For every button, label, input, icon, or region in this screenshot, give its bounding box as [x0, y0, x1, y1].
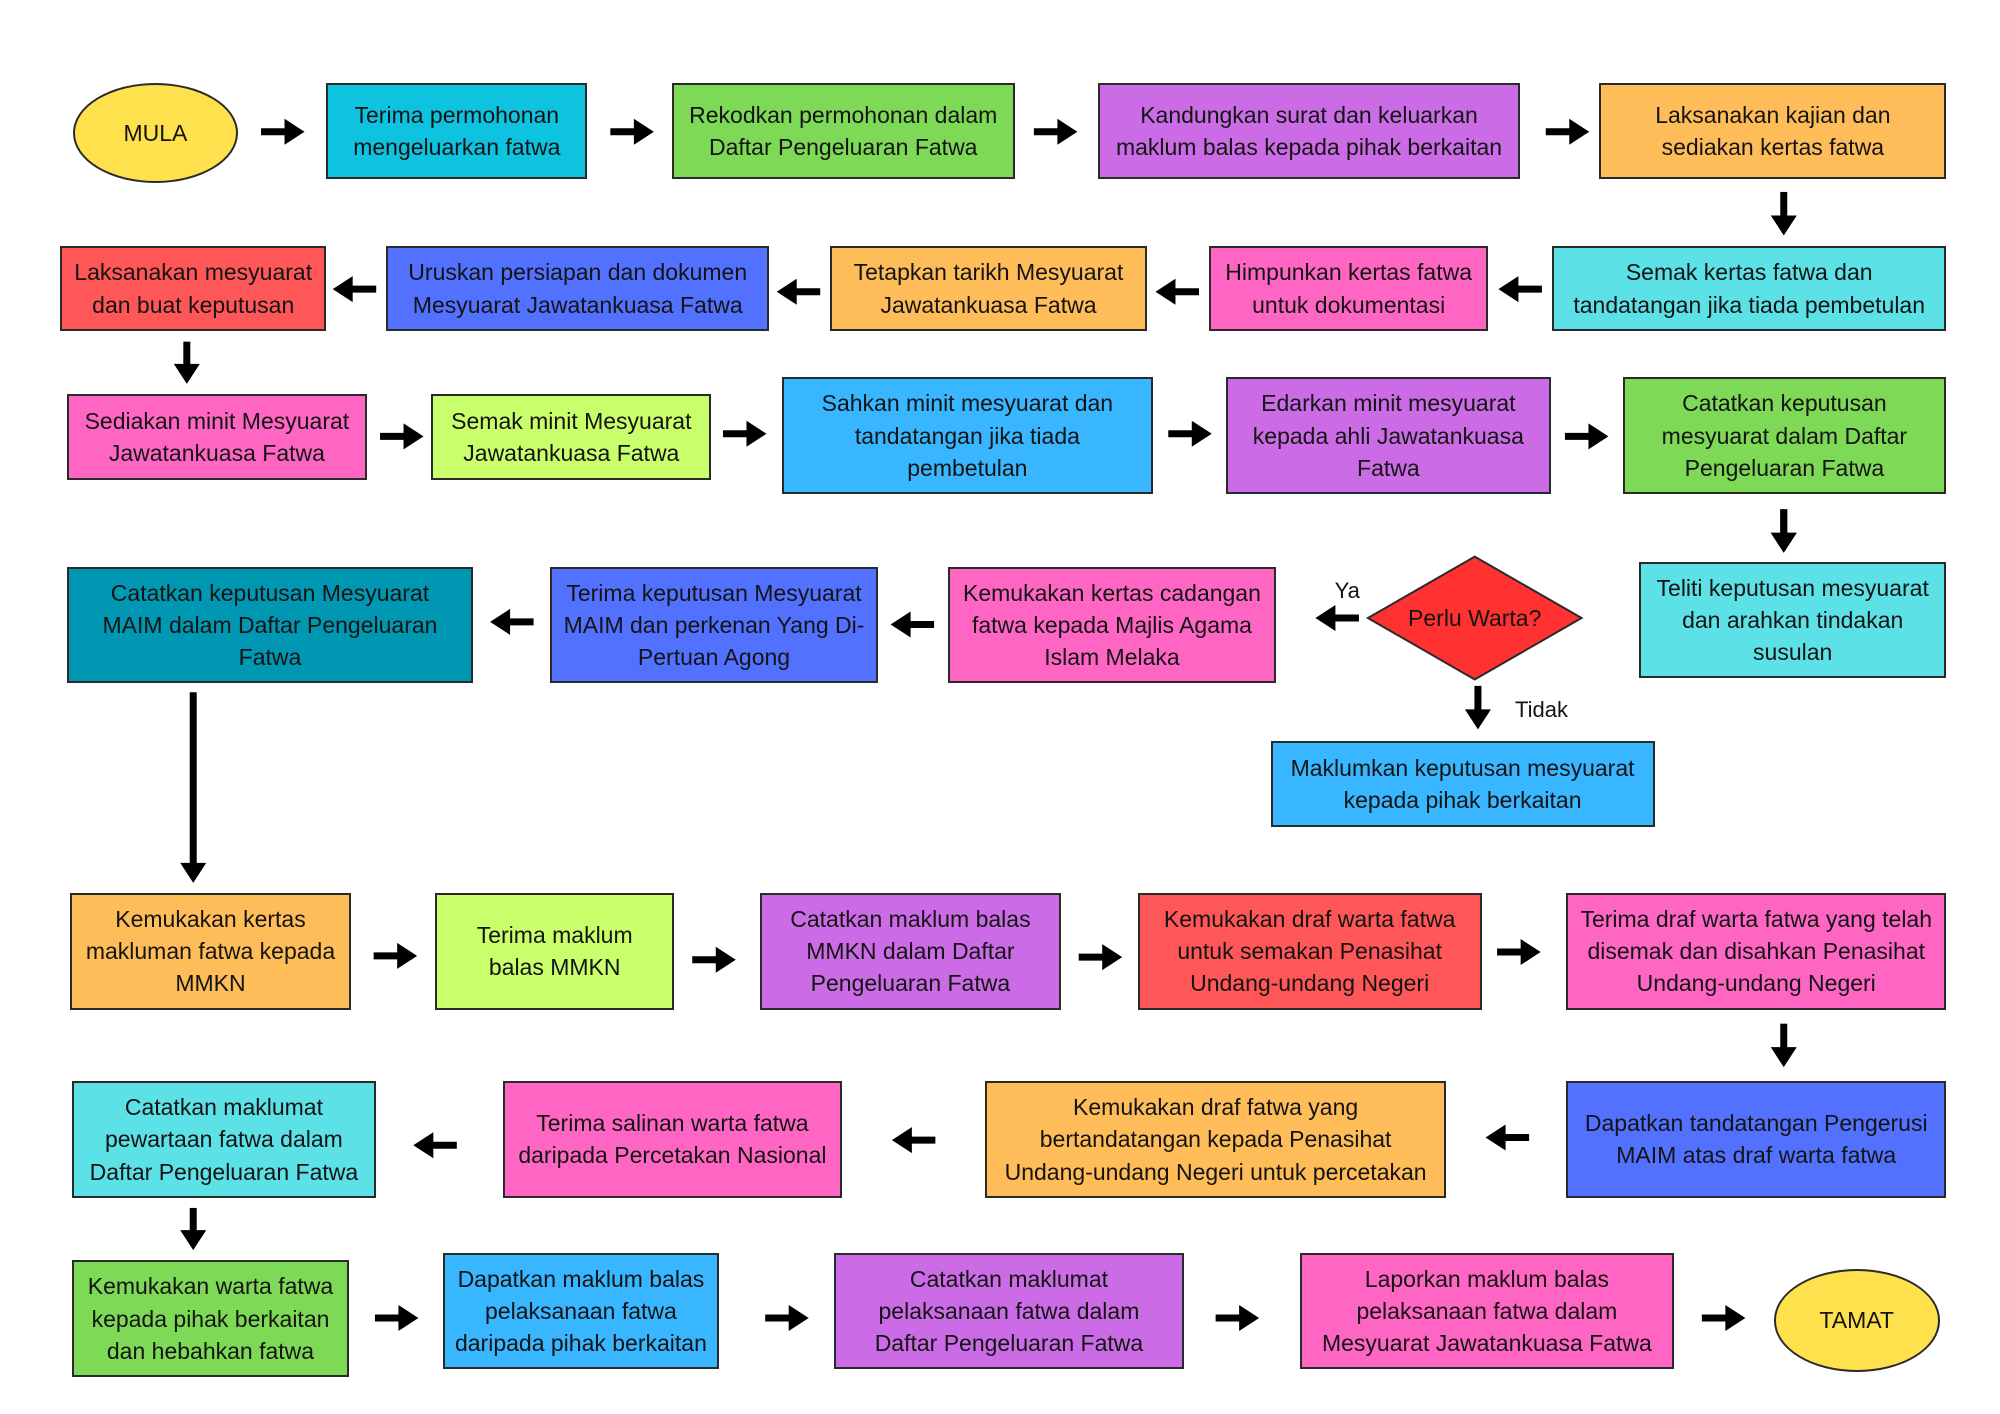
- flow-arrow: [1770, 191, 1797, 236]
- process-step: Himpunkan kertas fatwa untuk dokumentasi: [1209, 245, 1489, 332]
- flow-arrow: [1564, 423, 1609, 450]
- process-step: Terima draf warta fatwa yang telah disem…: [1566, 893, 1947, 1010]
- flow-arrow: [374, 1304, 419, 1331]
- process-step: Maklumkan keputusan mesyuarat kepada pih…: [1270, 740, 1655, 827]
- process-step: Kemukakan draf warta fatwa untuk semakan…: [1137, 893, 1482, 1010]
- flow-arrow: [610, 118, 654, 145]
- process-step: Kemukakan kertas makluman fatwa kepada M…: [70, 893, 351, 1010]
- process-step: Terima keputusan Mesyuarat MAIM dan perk…: [550, 566, 878, 684]
- process-step: Terima permohonan mengeluarkan fatwa: [326, 83, 588, 180]
- process-step: Terima maklum balas MMKN: [435, 893, 675, 1010]
- process-step: Edarkan minit mesyuarat kepada ahli Jawa…: [1225, 377, 1551, 494]
- flow-arrow: [765, 1304, 809, 1331]
- flow-arrow: [1498, 276, 1542, 303]
- flow-arrow: [413, 1132, 457, 1159]
- start-terminal: MULA: [72, 83, 238, 183]
- process-step: Laksanakan mesyuarat dan buat keputusan: [60, 245, 327, 332]
- process-step: Kemukakan draf fatwa yang bertandatangan…: [985, 1081, 1446, 1198]
- flow-arrow: [173, 341, 200, 384]
- flow-arrow: [1497, 939, 1541, 966]
- edge-label: Tidak: [1515, 697, 1569, 723]
- process-step: Sediakan minit Mesyuarat Jawatankuasa Fa…: [66, 394, 368, 480]
- flow-arrow: [1464, 685, 1491, 730]
- process-step: Catatkan keputusan mesyuarat dalam Dafta…: [1622, 377, 1947, 494]
- process-step: Sahkan minit mesyuarat dan tandatangan j…: [781, 377, 1153, 494]
- process-step: Semak kertas fatwa dan tandatangan jika …: [1552, 245, 1947, 332]
- flow-arrow: [373, 942, 418, 969]
- flow-arrow: [1078, 944, 1123, 971]
- flow-arrow: [332, 276, 377, 303]
- process-step: Dapatkan tandatangan Pengerusi MAIM atas…: [1566, 1081, 1947, 1198]
- process-step: Tetapkan tarikh Mesyuarat Jawatankuasa F…: [830, 245, 1147, 332]
- decision-diamond: [1365, 555, 1584, 681]
- process-step: Catatkan keputusan Mesyuarat MAIM dalam …: [66, 566, 474, 684]
- process-step: Terima salinan warta fatwa daripada Perc…: [502, 1081, 842, 1198]
- process-step: Rekodkan permohonan dalam Daftar Pengelu…: [671, 83, 1015, 180]
- process-step: Dapatkan maklum balas pelaksanaan fatwa …: [442, 1252, 720, 1370]
- flow-arrow: [1168, 420, 1212, 447]
- flow-arrow: [1770, 509, 1797, 553]
- flow-arrow: [1485, 1124, 1530, 1151]
- flow-arrow: [722, 420, 767, 447]
- process-step: Kandungkan surat dan keluarkan maklum ba…: [1097, 83, 1521, 180]
- process-step: Semak minit Mesyuarat Jawatankuasa Fatwa: [431, 394, 712, 480]
- process-step: Uruskan persiapan dan dokumen Mesyuarat …: [386, 245, 770, 332]
- process-step: Kemukakan warta fatwa kepada pihak berka…: [71, 1260, 350, 1377]
- flow-arrow: [180, 692, 207, 883]
- flow-arrow: [891, 1127, 936, 1154]
- process-step: Laksanakan kajian dan sediakan kertas fa…: [1599, 83, 1947, 180]
- flow-arrow: [890, 611, 935, 638]
- process-step: Catatkan maklumat pelaksanaan fatwa dala…: [834, 1252, 1184, 1370]
- flow-arrow: [1545, 118, 1590, 145]
- process-step: Kemukakan kertas cadangan fatwa kepada M…: [948, 566, 1276, 684]
- flow-arrow: [1701, 1304, 1746, 1331]
- flow-arrow: [1315, 605, 1359, 632]
- process-step: Teliti keputusan mesyuarat dan arahkan t…: [1639, 561, 1947, 679]
- edge-label: Ya: [1334, 578, 1360, 604]
- decision-label: Perlu Warta?: [1408, 605, 1541, 631]
- flow-arrow: [1215, 1304, 1260, 1331]
- flow-arrow: [490, 608, 534, 635]
- flow-arrow: [776, 278, 821, 305]
- flow-arrow: [1033, 118, 1078, 145]
- flow-arrow: [1155, 278, 1199, 305]
- flow-arrow: [261, 118, 305, 145]
- flow-arrow: [180, 1207, 207, 1251]
- flow-arrow: [1770, 1023, 1797, 1068]
- end-terminal: TAMAT: [1773, 1269, 1940, 1372]
- process-step: Catatkan maklumat pewartaan fatwa dalam …: [71, 1081, 377, 1198]
- process-step: Catatkan maklum balas MMKN dalam Daftar …: [760, 893, 1061, 1010]
- process-step: Laporkan maklum balas pelaksanaan fatwa …: [1300, 1252, 1674, 1370]
- flow-arrow: [692, 946, 736, 973]
- flow-arrow: [380, 423, 424, 450]
